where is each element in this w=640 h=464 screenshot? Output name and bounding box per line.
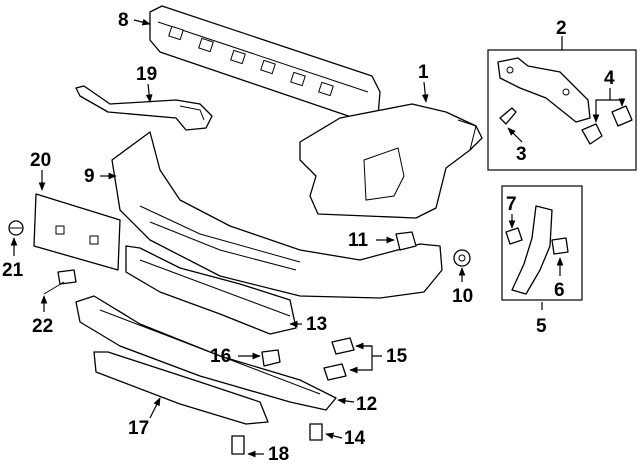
callout-18: 18 [268,444,289,464]
callout-15: 15 [386,346,408,367]
lower-deflector-part [75,295,337,411]
license-bracket-part [33,193,121,271]
clip-parts-15 [323,337,355,381]
callout-13: 13 [306,314,327,335]
callout-6: 6 [554,280,565,301]
callout-14: 14 [344,428,366,449]
energy-absorber-part [149,5,381,123]
callout-22: 22 [32,316,53,337]
bumper-cover-corner-part [299,103,483,219]
callout-1: 1 [418,62,429,83]
bolt-part-18 [231,435,245,455]
clip-part-11 [395,231,417,251]
callout-10: 10 [452,286,473,307]
leader-lines [10,18,626,458]
callout-5: 5 [536,316,547,337]
callout-4: 4 [604,68,615,89]
callout-16: 16 [210,346,231,367]
side-bracket-box [501,185,583,301]
lower-strip-part [93,351,269,425]
callout-21: 21 [2,260,24,281]
push-pin-part [453,249,471,267]
lower-grille-part [125,245,297,335]
callout-9: 9 [84,166,95,187]
callout-8: 8 [118,10,129,31]
screw-part [8,220,24,236]
clip-part-16 [261,349,281,367]
upper-bracket-part [75,85,213,131]
callout-3: 3 [516,144,527,165]
callout-19: 19 [136,64,157,85]
callout-2: 2 [556,18,567,39]
callout-17: 17 [128,418,149,439]
callout-12: 12 [356,394,377,415]
bumper-cover-part [111,131,443,299]
callout-20: 20 [30,150,51,171]
callout-7: 7 [506,194,517,215]
callout-11: 11 [348,230,369,251]
bolt-part [43,269,77,295]
bolt-part-14 [309,423,323,441]
